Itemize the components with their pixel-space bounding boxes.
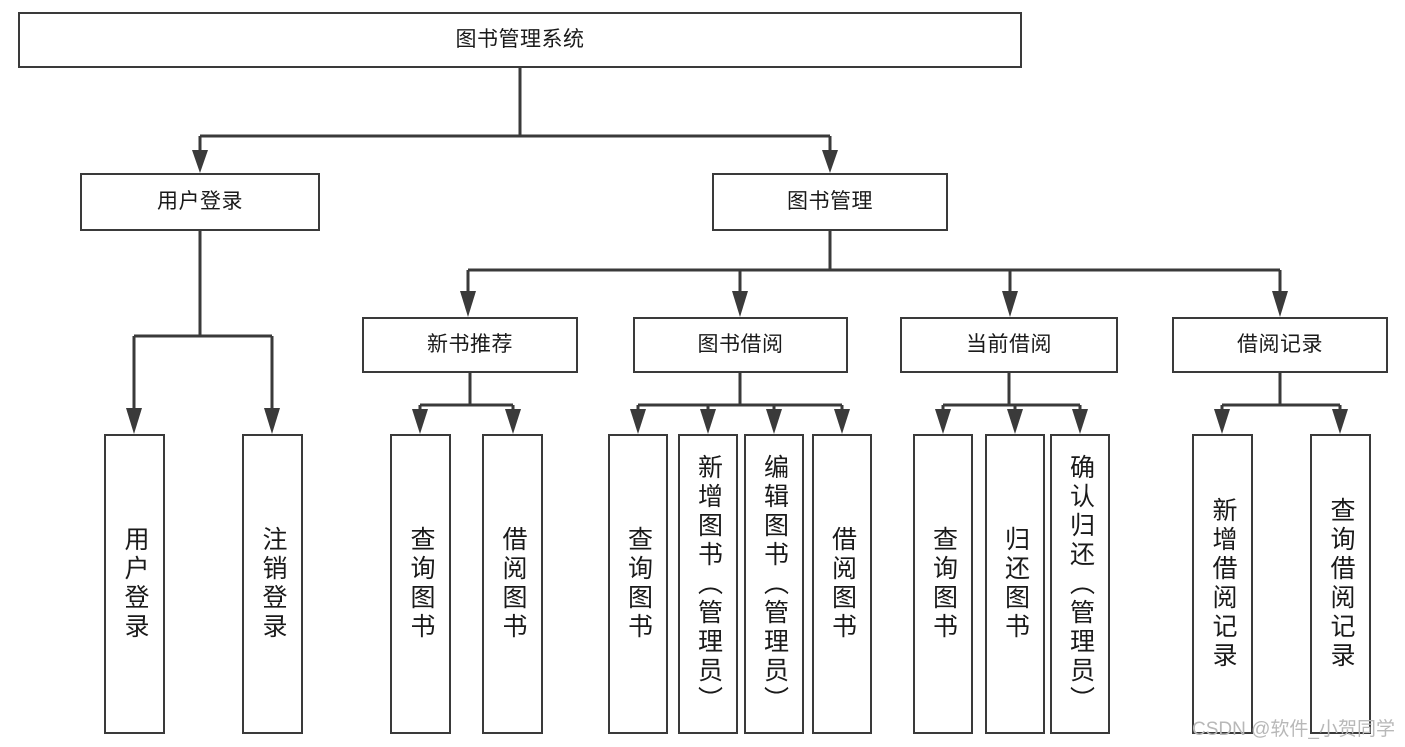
- node-book-management[interactable]: 图书管理: [712, 173, 948, 231]
- edge-record-to-leaves: [1214, 373, 1348, 434]
- leaf-query-borrow-record-label: 查询借阅记录: [1327, 497, 1355, 671]
- leaf-user-login[interactable]: 用户登录: [104, 434, 165, 734]
- leaf-add-book-admin-label: 新增图书（管理员）: [694, 453, 723, 715]
- node-current-borrow[interactable]: 当前借阅: [900, 317, 1118, 373]
- edge-current-to-leaves: [935, 373, 1088, 434]
- leaf-query-borrow-record[interactable]: 查询借阅记录: [1310, 434, 1371, 734]
- edge-newbook-to-leaves: [412, 373, 521, 434]
- leaf-query-book-current[interactable]: 查询图书: [913, 434, 973, 734]
- watermark: CSDN @软件_小贺同学: [1192, 719, 1395, 740]
- leaf-return-book[interactable]: 归还图书: [985, 434, 1045, 734]
- leaf-confirm-return-admin-label: 确认归还（管理员）: [1066, 453, 1095, 715]
- leaf-borrow-book-recommend[interactable]: 借阅图书: [482, 434, 543, 734]
- leaf-query-book-recommend[interactable]: 查询图书: [390, 434, 451, 734]
- node-root[interactable]: 图书管理系统: [18, 12, 1022, 68]
- leaf-confirm-return-admin[interactable]: 确认归还（管理员）: [1050, 434, 1110, 734]
- edge-userlogin-to-leaves: [126, 231, 280, 434]
- node-user-login[interactable]: 用户登录: [80, 173, 320, 231]
- leaf-return-book-label: 归还图书: [1001, 526, 1030, 642]
- leaf-add-book-admin[interactable]: 新增图书（管理员）: [678, 434, 738, 734]
- node-book-borrow[interactable]: 图书借阅: [633, 317, 848, 373]
- leaf-edit-book-admin-label: 编辑图书（管理员）: [760, 453, 789, 715]
- leaf-edit-book-admin[interactable]: 编辑图书（管理员）: [744, 434, 804, 734]
- edge-root-to-level1: [192, 68, 838, 173]
- edge-borrow-to-leaves: [630, 373, 850, 434]
- node-borrow-record-label: 借阅记录: [1237, 333, 1323, 357]
- node-user-login-label: 用户登录: [157, 190, 243, 214]
- leaf-add-borrow-record[interactable]: 新增借阅记录: [1192, 434, 1253, 734]
- node-current-borrow-label: 当前借阅: [966, 333, 1052, 357]
- leaf-query-book-borrow[interactable]: 查询图书: [608, 434, 668, 734]
- leaf-user-login-label: 用户登录: [121, 526, 149, 642]
- leaf-add-borrow-record-label: 新增借阅记录: [1209, 497, 1237, 671]
- node-new-book-recommend-label: 新书推荐: [427, 333, 513, 357]
- leaf-query-book-recommend-label: 查询图书: [407, 526, 435, 642]
- node-book-borrow-label: 图书借阅: [697, 333, 784, 357]
- node-borrow-record[interactable]: 借阅记录: [1172, 317, 1388, 373]
- leaf-query-book-borrow-label: 查询图书: [624, 526, 653, 642]
- leaf-logout[interactable]: 注销登录: [242, 434, 303, 734]
- leaf-borrow-book[interactable]: 借阅图书: [812, 434, 872, 734]
- node-new-book-recommend[interactable]: 新书推荐: [362, 317, 578, 373]
- leaf-query-book-current-label: 查询图书: [929, 526, 958, 642]
- leaf-borrow-book-label: 借阅图书: [828, 526, 857, 642]
- edge-bookmgmt-to-level2: [460, 231, 1288, 317]
- leaf-logout-label: 注销登录: [259, 526, 287, 642]
- leaf-borrow-book-recommend-label: 借阅图书: [499, 526, 527, 642]
- node-book-management-label: 图书管理: [787, 190, 873, 214]
- node-root-label: 图书管理系统: [455, 28, 585, 52]
